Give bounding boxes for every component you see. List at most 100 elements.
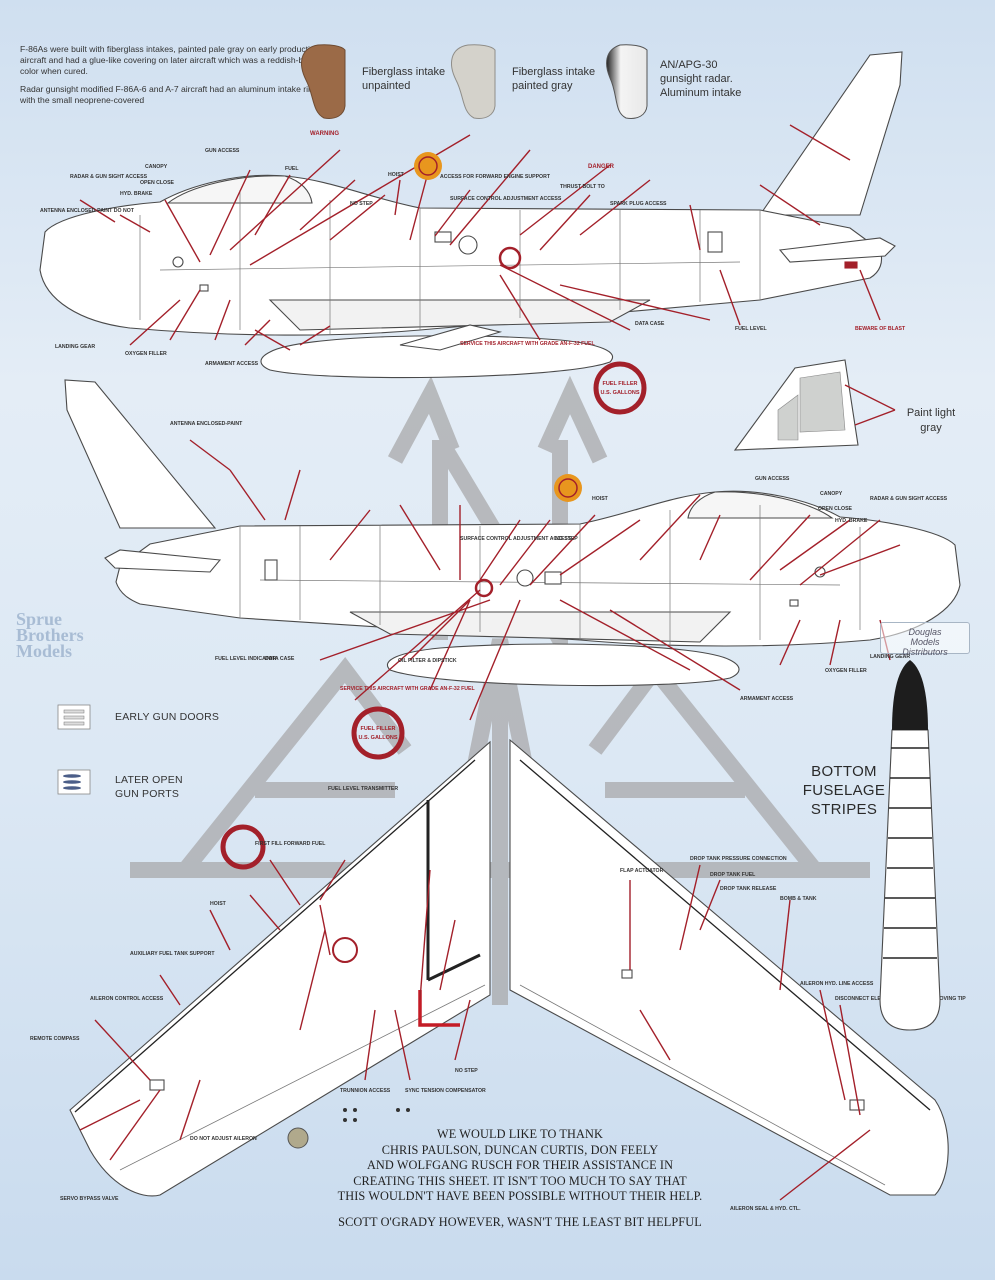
wing-red-stencils [220,824,358,1149]
label-forward-engine-support: ACCESS FOR FORWARD ENGINE SUPPORT [440,174,551,180]
label-danger: DANGER [588,164,615,170]
acknowledgements: We would like to thank Chris Paulson, Du… [270,1127,770,1230]
wing-bolt-holes [343,1108,410,1122]
intro-notes: F-86As were built with fiberglass intake… [20,44,325,113]
label-beware-blast: BEWARE OF BLAST [855,326,906,332]
intake-aluminum-line2: gunsight radar. [660,73,733,85]
dmd-logo-line2: Models [910,637,940,647]
label-fuel-level: FUEL LEVEL [735,326,767,332]
lower-fuel-filler-stencil: FUEL FILLER U.S. GALLONS [351,706,405,760]
upper-fuel-gallons-text: U.S. GALLONS [600,390,639,396]
watermark-logo [130,375,870,1005]
bottom-fuselage-stripes [879,660,941,1031]
label-wing-hoist: HOIST [210,901,227,907]
label-drop-tank-fuel: DROP TANK FUEL [710,872,756,878]
intro-paragraph-2: Radar gunsight modified F-86A-6 and A-7 … [20,84,318,105]
label-lower-hoist: HOIST [592,496,609,502]
upper-wing-root [268,299,651,331]
intake-gray-line2: painted gray [512,80,573,92]
label-sync-tension: SYNC TENSION COMPENSATOR [405,1088,486,1094]
label-lower-surface-control: SURFACE CONTROL ADJUSTMENT ACCESS [460,536,572,542]
label-service-fuel: SERVICE THIS AIRCRAFT WITH GRADE AN-F-32… [460,341,596,347]
lower-side-labels: ANTENNA ENCLOSED-PAINT GUN ACCESS NO STE… [170,421,948,702]
lower-wing-root [349,611,732,643]
label-lower-oil-filter: OIL FILTER & DIPSTICK [398,658,457,664]
intro-paragraph-1: F-86As were built with fiberglass intake… [20,44,322,76]
label-canopy: CANOPY [145,164,168,170]
watermark-letter-a-left-1 [178,656,412,875]
label-surface-control: SURFACE CONTROL ADJUSTMENT ACCESS [450,196,562,202]
upper-filler-small-stencil [498,246,522,270]
upper-callout-lines [79,124,881,351]
lower-canopy [687,491,834,519]
dmd-logo-line3: Distributors [902,647,948,657]
label-oxygen-filler: OXYGEN FILLER [125,351,167,357]
label-thrust-bolt: THRUST BOLT TO [560,184,605,190]
legend-later-gun-ports: LATER OPEN GUN PORTS [115,773,183,801]
upper-canopy [166,175,313,204]
lower-callout-lines [189,439,901,721]
label-open-close: OPEN CLOSE [140,180,175,186]
paint-light-line2: gray [920,422,942,434]
label-aileron-seal: AILERON SEAL & HYD. CTL. [730,1206,801,1212]
label-do-not-adjust: DO NOT ADJUST AILERON [190,1136,257,1142]
label-spark-plug: SPARK PLUG ACCESS [610,201,667,207]
label-drop-tank-release: DROP TANK RELEASE [720,886,777,892]
label-servo-bypass: SERVO BYPASS VALVE [60,1196,119,1202]
intake-aluminum-line3: Aluminum intake [660,87,742,99]
lower-warning-placard [554,474,582,502]
upper-drop-tank [260,335,613,379]
label-lower-armament: ARMAMENT ACCESS [740,696,794,702]
label-wing-no-step: NO STEP [455,1068,478,1074]
label-flap-actuator: FLAP ACTUATOR [620,868,664,874]
label-fuel-level-transmitter: FUEL LEVEL TRANSMITTER [328,786,398,792]
douglas-models-logo: Douglas Models Distributors [880,622,970,657]
intake-unpainted-line1: Fiberglass intake [362,66,446,78]
wing-roundel-small [287,1127,309,1149]
label-no-step: NO STEP [350,201,373,207]
paint-light-line1: Paint light [906,407,956,419]
stripes-title-line1: BOTTOM FUSELAGE [802,763,886,799]
intake-unpainted-line2: unpainted [362,80,411,92]
lower-warning-placard-ring [558,478,578,498]
intake-aluminum-line1: AN/APG-30 [660,59,718,71]
intake-gray-icon [451,44,496,119]
label-drop-tank-pressure: DROP TANK PRESSURE CONNECTION [690,856,787,862]
watermark-n-diagonal [433,435,568,669]
lower-fuselage [115,490,961,647]
label-aileron-control: AILERON CONTROL ACCESS [90,996,164,1002]
label-fuel: FUEL [285,166,299,172]
label-lower-oxygen: OXYGEN FILLER [825,668,867,674]
label-aux-tank-support: AUXILIARY FUEL TANK SUPPORT [130,951,215,957]
label-landing-gear: LANDING GEAR [55,344,95,350]
legend-later-line2: GUN PORTS [115,788,180,800]
intake-unpainted-label: Fiberglass intake unpainted [362,65,445,93]
label-lower-gun-access: GUN ACCESS [755,476,790,482]
lower-tail-fin [64,379,217,529]
upper-warning-placard-ring [418,156,438,176]
later-gun-ports-icon [57,769,91,795]
upper-fuel-filler-stencil: FUEL FILLER U.S. GALLONS [593,361,647,415]
label-first-fill: FIRST FILL FORWARD FUEL [255,841,326,847]
sprue-logo-line2: Brothers [16,625,84,645]
label-trunnion: TRUNNION ACCESS [340,1088,391,1094]
label-data-case: DATA CASE [635,321,665,327]
intake-gray-label: Fiberglass intake painted gray [512,65,595,93]
early-gun-doors-icon [57,704,91,730]
paint-light-gray-label: Paint light gray [896,406,966,436]
thanks-line-5: this wouldn't have been possible without… [337,1189,703,1203]
side-view-bottom [64,379,961,687]
label-gun-access: GUN ACCESS [205,148,240,154]
label-lower-landing-gear: LANDING GEAR [870,654,910,660]
label-antenna: ANTENNA ENCLOSED-PAINT DO NOT [40,208,135,214]
label-lower-open-close: OPEN CLOSE [818,506,853,512]
thanks-line-3: and Wolfgang Rusch for their assistance … [366,1158,674,1172]
upper-horizontal-stab [778,237,896,263]
lower-filler-small-stencil [474,578,494,598]
intake-unpainted-icon [301,44,346,119]
label-lower-antenna: ANTENNA ENCLOSED-PAINT [170,421,243,427]
upper-fuel-filler-text: FUEL FILLER [602,381,637,387]
thanks-line-6: Scott O'Grady however, wasn't the least … [338,1214,702,1229]
